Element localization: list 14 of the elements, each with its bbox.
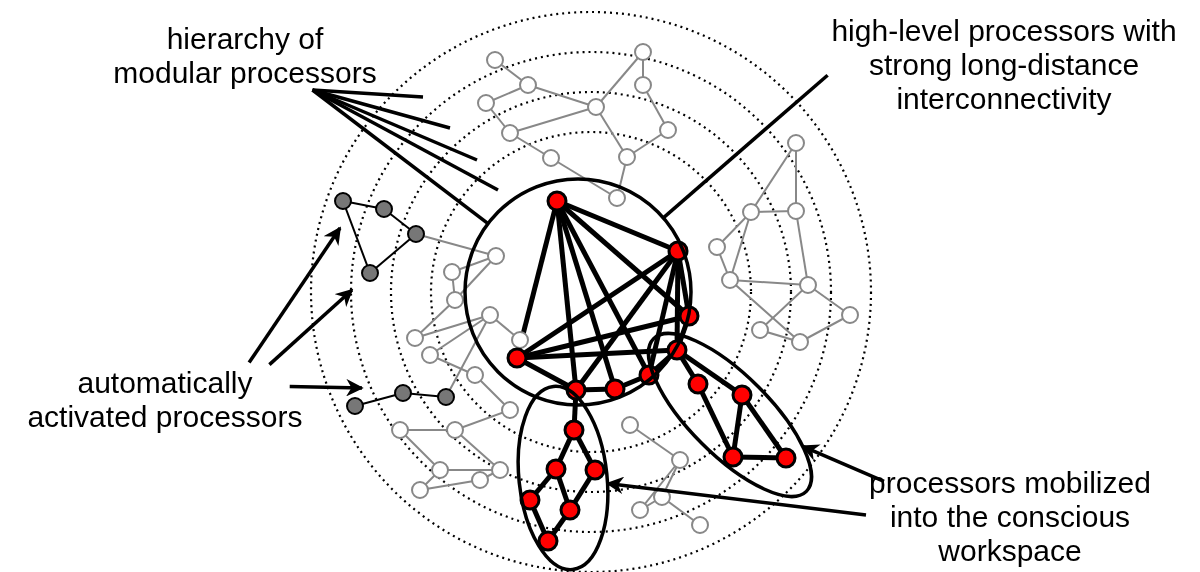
leader-line	[312, 88, 451, 130]
arrow	[247, 226, 342, 364]
annotation-text: hierarchy of modular processors	[110, 22, 380, 90]
leader-line	[662, 73, 829, 220]
leader-line	[312, 88, 424, 99]
annotation-text: automatically activated processors	[20, 366, 310, 434]
annotation-text: high-level processors with strong long-distance interconnectivity	[808, 14, 1200, 116]
workspace-ellipse	[516, 384, 610, 572]
workspace-ellipse	[646, 331, 814, 499]
leader-line	[311, 88, 490, 225]
arrow	[289, 378, 364, 397]
annotation-text: processors mobilized into the conscious workspace	[860, 466, 1160, 568]
arrow	[268, 288, 354, 366]
module-circle	[463, 177, 693, 407]
